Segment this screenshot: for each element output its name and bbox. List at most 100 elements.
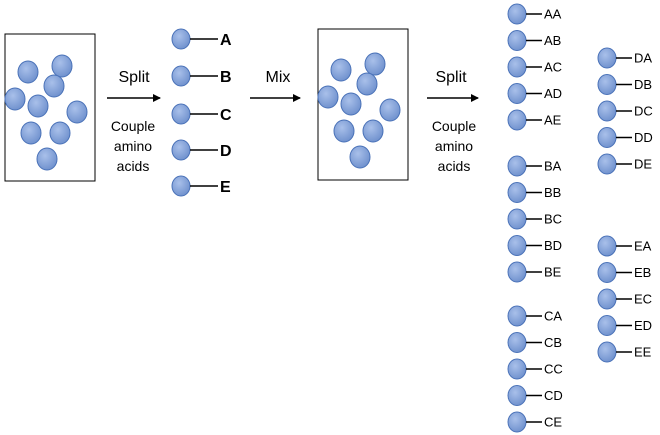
second-round-bead-ab: AB <box>507 30 561 51</box>
resin-bead <box>362 119 384 143</box>
bead <box>171 103 191 125</box>
sequence-label: DB <box>634 77 652 92</box>
first-round-bead-a: A <box>171 28 232 50</box>
mix-label: Mix <box>266 69 291 86</box>
resin-bead <box>364 52 386 76</box>
resin-bead <box>17 60 39 84</box>
resin-pool-beads-1 <box>4 54 88 171</box>
split-label-1: Split <box>118 69 150 86</box>
bead <box>597 288 617 310</box>
sequence-label: AA <box>544 7 562 22</box>
first-round-bead-c: C <box>171 103 232 125</box>
resin-bead <box>43 74 65 98</box>
bead <box>597 341 617 363</box>
sequence-label: DE <box>634 157 652 172</box>
second-round-bead-ed: ED <box>597 315 652 336</box>
bead <box>507 235 527 256</box>
resin-bead <box>66 100 88 124</box>
second-round-bead-bb: BB <box>507 182 561 203</box>
sequence-label: BC <box>544 212 562 227</box>
second-round-bead-da: DA <box>597 47 652 69</box>
resin-bead <box>49 121 71 145</box>
couple-label-1-line-2: amino <box>114 138 152 154</box>
resin-bead <box>356 72 378 96</box>
sequence-label: CD <box>544 388 563 403</box>
second-round-bead-cd: CD <box>507 385 563 406</box>
sequence-label: EE <box>634 345 652 360</box>
resin-pool-box-2 <box>317 28 409 181</box>
second-round-bead-ba: BA <box>507 155 562 177</box>
bead <box>507 30 527 51</box>
resin-bead <box>36 147 58 171</box>
second-round-bead-bc: BC <box>507 208 562 230</box>
first-round-bead-b: B <box>171 65 232 87</box>
second-round-bead-ad: AD <box>507 83 562 104</box>
bead <box>507 182 527 203</box>
sequence-label: B <box>220 69 232 86</box>
bead <box>597 315 617 336</box>
sequence-label: A <box>220 32 232 49</box>
second-round-bead-be: BE <box>507 261 562 283</box>
bead <box>597 74 617 95</box>
resin-bead <box>317 85 339 109</box>
sequence-label: BD <box>544 238 562 253</box>
couple-label-1-line-1: Couple <box>111 118 156 134</box>
bead <box>597 262 617 283</box>
bead <box>507 385 527 406</box>
bead <box>597 47 617 69</box>
second-round-bead-db: DB <box>597 74 652 95</box>
sequence-label: CC <box>544 362 563 377</box>
resin-bead <box>379 98 401 122</box>
bead <box>507 56 527 78</box>
bead <box>597 127 617 148</box>
couple-label-2-line-3: acids <box>438 158 471 174</box>
bead <box>507 358 527 380</box>
sequence-label: BE <box>544 265 562 280</box>
bead <box>507 332 527 353</box>
split-label-2: Split <box>435 69 467 86</box>
second-round-bead-ce: CE <box>507 411 562 433</box>
second-round-bead-ca: CA <box>507 305 562 327</box>
sequence-label: CA <box>544 309 562 324</box>
bead <box>507 109 527 131</box>
bead <box>171 65 191 87</box>
second-round-bead-ee: EE <box>597 341 652 363</box>
second-round-bead-bd: BD <box>507 235 562 256</box>
sequence-label: BB <box>544 185 561 200</box>
second-round-bead-ae: AE <box>507 109 562 131</box>
sequence-label: D <box>220 143 232 160</box>
second-round-bead-cc: CC <box>507 358 563 380</box>
couple-label-2-line-1: Couple <box>432 118 477 134</box>
second-round-bead-cb: CB <box>507 332 562 353</box>
second-round-bead-eb: EB <box>597 262 651 283</box>
resin-bead <box>4 87 26 111</box>
bead <box>597 153 617 175</box>
bead <box>507 261 527 283</box>
second-round-bead-aa: AA <box>507 3 562 25</box>
bead <box>597 235 617 257</box>
sequence-label: CB <box>544 335 562 350</box>
sequence-label: AD <box>544 86 562 101</box>
sequence-label: BA <box>544 159 562 174</box>
resin-bead <box>349 145 371 169</box>
resin-bead <box>340 92 362 116</box>
resin-bead <box>27 94 49 118</box>
sequence-label: DC <box>634 104 653 119</box>
resin-pool-beads-2 <box>317 52 401 169</box>
sequence-label: CE <box>544 415 562 430</box>
resin-pool-box-1 <box>4 33 96 182</box>
second-round-bead-ea: EA <box>597 235 652 257</box>
sequence-label: ED <box>634 318 652 333</box>
second-round-bead-ac: AC <box>507 56 562 78</box>
bead <box>507 208 527 230</box>
sequence-label: C <box>220 107 232 124</box>
sequence-label: EA <box>634 239 652 254</box>
bead <box>171 175 191 197</box>
bead <box>507 155 527 177</box>
sequence-label: DA <box>634 51 652 66</box>
bead <box>507 305 527 327</box>
resin-bead <box>330 58 352 82</box>
sequence-label: AC <box>544 60 562 75</box>
first-round-bead-e: E <box>171 175 231 197</box>
second-round-bead-dc: DC <box>597 100 653 122</box>
